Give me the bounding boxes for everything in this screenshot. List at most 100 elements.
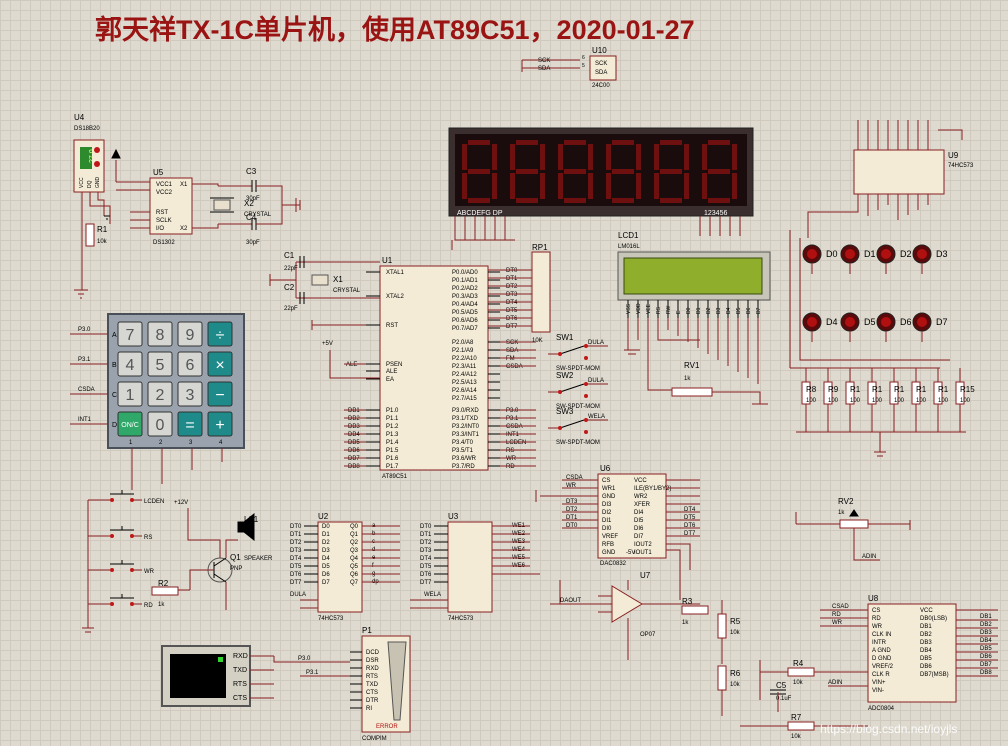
u6-net: DT6 <box>684 523 696 529</box>
keypad-key[interactable]: 2 <box>147 381 173 407</box>
keypad-key[interactable]: 6 <box>177 351 203 377</box>
keypad-key-cap[interactable] <box>147 321 173 347</box>
seg7-segment <box>684 144 689 170</box>
keypad-key[interactable]: 7 <box>117 321 143 347</box>
r2-ref: R2 <box>158 579 169 588</box>
keypad-key-cap[interactable] <box>117 411 143 437</box>
button-wr[interactable]: WR <box>88 560 155 575</box>
button-lcden[interactable]: LCDEN <box>88 490 164 505</box>
u1-part: AT89C51 <box>382 474 408 480</box>
u1-net-right: DT0 <box>506 268 518 274</box>
keypad-key[interactable]: 4 <box>117 351 143 377</box>
keypad-key[interactable]: 3 <box>177 381 203 407</box>
u4-ds18b20[interactable]: 27.0 U4 DS18B20 VCC DQ GND R1 10k <box>73 113 111 299</box>
lcd1-pin: RS <box>656 306 662 314</box>
keypad-key[interactable]: 8 <box>147 321 173 347</box>
u10-part: 24C00 <box>592 83 610 89</box>
keypad-key-cap[interactable] <box>117 321 143 347</box>
keypad-key[interactable]: − <box>207 381 233 407</box>
keypad-key[interactable]: = <box>177 411 203 437</box>
keypad-key-cap[interactable] <box>147 351 173 377</box>
seven-segment-display[interactable]: ABCDEFG DP 123456 <box>448 127 754 241</box>
u7-op07[interactable]: U7 OP07 DAOUT R3 1k <box>550 571 709 660</box>
keypad-key-cap[interactable] <box>177 321 203 347</box>
keypad-key[interactable]: ÷ <box>207 321 233 347</box>
keypad-key-cap[interactable] <box>177 411 203 437</box>
keypad-key-cap[interactable] <box>207 381 233 407</box>
u1-pin-left: P1.6 <box>386 456 399 462</box>
u1-ref: U1 <box>382 256 393 265</box>
seg7-segment <box>468 140 490 145</box>
p1-compim[interactable]: P1 COMPIM ERROR DCDDSRRXDRTSTXDCTSDTRRI … <box>298 626 411 742</box>
seg7-segment <box>462 173 467 199</box>
u2-input-net: DT1 <box>290 532 302 538</box>
sw2-contact <box>558 390 562 394</box>
seg7-segment <box>564 169 586 174</box>
u10-eeprom[interactable]: U10 24C00 SCK SDA SCK SDA 6 5 <box>521 46 617 89</box>
led-d3: D3 <box>912 244 948 274</box>
keypad-key[interactable]: 0 <box>147 411 173 437</box>
u5-part: DS1302 <box>153 240 175 246</box>
u1-net-right: SCK <box>506 340 518 346</box>
keypad-key-cap[interactable] <box>117 381 143 407</box>
button-rs[interactable]: RS <box>88 526 152 541</box>
buzzer-circuit[interactable]: LS1 SPEAKER Q1 PNP R2 1k <box>151 508 273 610</box>
keypad-key-label: 8 <box>156 327 165 344</box>
keypad-key-cap[interactable] <box>117 351 143 377</box>
keypad-key[interactable]: ON/C <box>117 411 143 437</box>
main-oscillator[interactable]: C1 22pF C2 22pF X1 CRYSTAL +5V <box>269 251 380 379</box>
adc-passives[interactable]: R5 10k R6 10k R4 10k C5 0.1uF R7 10k ADI… <box>717 600 868 740</box>
led-lens <box>807 317 817 327</box>
u8-pin-left: CLK R <box>872 672 890 678</box>
r7-value: 10k <box>791 734 802 740</box>
u6-dac0832[interactable]: U6 DAC0832 -5V CSWR1GNDDI3DI2DI1DI0VREFR… <box>535 464 700 600</box>
switch-group[interactable]: SW1SW-SPDT-MOMDULASW2SW-SPDT-MOMDULASW3S… <box>548 333 608 446</box>
led-d2: D2 <box>876 244 912 274</box>
keypad-key-cap[interactable] <box>147 381 173 407</box>
c3-value: 30pF <box>246 196 260 202</box>
u2-pin-in: D0 <box>322 524 330 530</box>
keypad-row-net: CSDA <box>78 387 95 393</box>
keypad-key[interactable]: 1 <box>117 381 143 407</box>
keypad-col-label: 3 <box>189 440 193 446</box>
u6-pin-left: DI2 <box>602 510 612 516</box>
u1-at89c51[interactable]: U1 AT89C51 XTAL1XTAL2RSTPSENALEEAP1.0P1.… <box>344 256 536 480</box>
terminal-pin: CTS <box>233 695 247 702</box>
keypad-key-cap[interactable] <box>207 411 233 437</box>
sw3-part: SW-SPDT-MOM <box>556 440 600 446</box>
rv2-net: ADIN <box>862 554 876 560</box>
keypad-key-cap[interactable] <box>177 381 203 407</box>
u2-pin-out: Q7 <box>350 580 359 586</box>
u3-latch[interactable]: U3 74HC573 WELA DT0DT1DT2DT3DT4DT5DT6DT7… <box>410 512 540 622</box>
keypad-key[interactable]: + <box>207 411 233 437</box>
keypad-key[interactable]: 5 <box>147 351 173 377</box>
keypad-key-cap[interactable] <box>147 411 173 437</box>
keypad-key-cap[interactable] <box>207 351 233 377</box>
led-lens <box>881 249 891 259</box>
u9-latch[interactable]: U9 74HC573 <box>807 120 974 238</box>
u3-input-net: DT2 <box>420 540 432 546</box>
u1-net-right: WR <box>506 456 517 462</box>
keypad-key[interactable]: × <box>207 351 233 377</box>
lcd1-pin: VEE <box>646 303 652 314</box>
p1-pin: DCD <box>366 650 380 656</box>
rv2-potentiometer[interactable]: RV2 1k ADIN <box>795 497 911 561</box>
keypad-key[interactable]: 9 <box>177 321 203 347</box>
keypad-key-cap[interactable] <box>177 351 203 377</box>
u5-ds1302[interactable]: U5 DS1302 VCC1 VCC2 RST SCLK I/O X1 X2 X… <box>111 148 301 246</box>
sw1-net: DULA <box>588 340 604 346</box>
keypad-key-cap[interactable] <box>207 321 233 347</box>
push-button-group[interactable]: LCDEN RS WR RD <box>88 490 164 609</box>
u2-latch[interactable]: U2 74HC573 DULA DT0DT1DT2DT3DT4DT5DT6DT7… <box>290 512 400 622</box>
p1-pin: TXD <box>366 682 379 688</box>
rp1-resistor-pack[interactable]: RP1 10K <box>451 240 551 344</box>
button-rd[interactable]: RD <box>88 594 153 609</box>
